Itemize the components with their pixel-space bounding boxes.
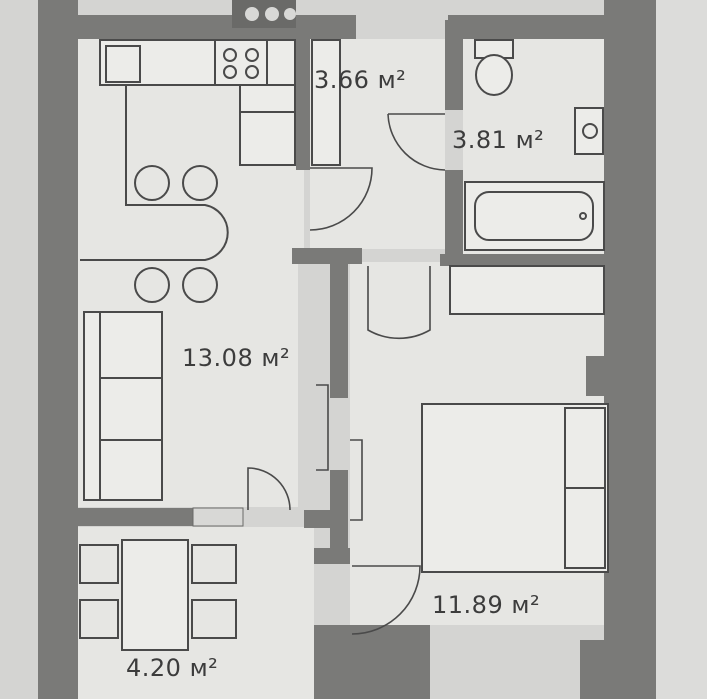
balcony-furniture <box>79 539 237 651</box>
bedroom-furniture <box>421 265 609 573</box>
sofa <box>83 311 163 501</box>
area-label-balcony: 4.20 м² <box>126 654 218 682</box>
dining-chairs <box>134 165 218 303</box>
outer-walls <box>38 0 656 699</box>
bathroom-fixtures <box>464 39 605 251</box>
interior-walls <box>78 20 606 699</box>
doors <box>247 113 446 635</box>
kitchen-units <box>80 39 341 261</box>
area-label-storage: 3.66 м² <box>314 66 406 94</box>
area-label-kitchen-living: 13.08 м² <box>182 344 290 372</box>
area-label-bedroom: 11.89 м² <box>432 591 540 619</box>
area-label-bathroom: 3.81 м² <box>452 126 544 154</box>
windows <box>192 0 296 527</box>
